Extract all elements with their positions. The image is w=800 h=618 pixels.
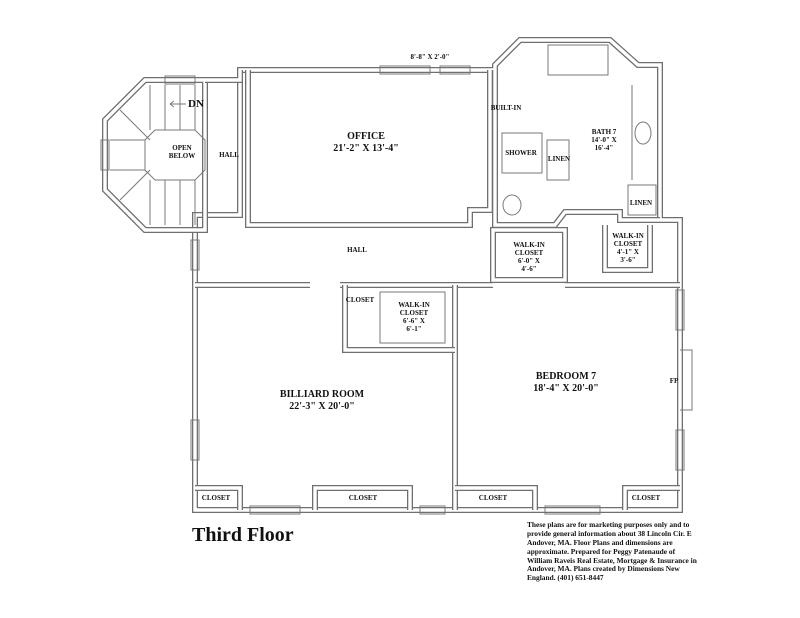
label-line: 3'-6" (620, 256, 636, 265)
hall-left-label: HALL (219, 151, 239, 159)
open-below-label: OPEN BELOW (169, 144, 195, 160)
bedroom-name: BEDROOM 7 (535, 371, 597, 382)
linen-label: LINEN (629, 199, 653, 207)
office-dims: 21'-2" X 13'-4" (333, 142, 399, 154)
linen-closet-2 (627, 184, 657, 216)
walkin-closet-1-label: WALK-IN CLOSET 6'-0" X 4'-6" (513, 241, 545, 273)
window-icons (100, 65, 685, 515)
closet-label: CLOSET (478, 494, 508, 502)
label-line: 6'-6" X (403, 317, 425, 326)
stair-treads (110, 85, 206, 225)
label-line: 6'-0" X (518, 257, 540, 266)
built-in-label: BUILT-IN (490, 104, 522, 112)
office-window-dims: 8'-8" X 2'-0" (410, 53, 450, 61)
linen-closet-1 (546, 139, 570, 181)
open-below-line: BELOW (168, 152, 196, 161)
label-line: WALK-IN (612, 232, 644, 240)
closet-wall (195, 485, 680, 510)
walkin-closet-2-label: WALK-IN CLOSET 4'-1" X 3'-6" (612, 232, 644, 264)
open-below-line: OPEN (172, 144, 192, 152)
label-line: CLOSET (514, 249, 544, 258)
shower-icon (501, 132, 543, 174)
walkin-closet-3-label: WALK-IN CLOSET 6'-6" X 6'-1" (398, 301, 430, 333)
bedroom-label: BEDROOM 7 18'-4" X 20'-0" (533, 371, 599, 394)
dn-arrow-icon (169, 100, 186, 108)
closet-label: CLOSET (201, 494, 231, 502)
office-label: OFFICE 21'-2" X 13'-4" (333, 131, 399, 154)
label-line: 4'-6" (521, 265, 537, 274)
billiard-name: BILLIARD ROOM (279, 389, 365, 400)
label-line: 4'-1" X (617, 248, 639, 257)
stair-down-label: DN (188, 98, 204, 110)
bath-label: BATH 7 14'-0" X 16'-4" (591, 128, 616, 152)
label-line: WALK-IN (513, 241, 545, 249)
linen-label: LINEN (547, 155, 571, 163)
label-line: WALK-IN (398, 301, 430, 309)
bath-dims: 16'-4" (594, 144, 614, 153)
bath-dims: 14'-0" X (591, 136, 617, 145)
shower-label: SHOWER (505, 149, 537, 157)
fireplace-icon (680, 349, 693, 411)
label-line: CLOSET (613, 240, 643, 249)
label-line: CLOSET (399, 309, 429, 318)
exterior-wall (192, 37, 683, 513)
label-line: 6'-1" (406, 325, 422, 334)
closet-label: CLOSET (348, 494, 378, 502)
office-name: OFFICE (347, 131, 385, 142)
sink-icon (634, 121, 652, 145)
fireplace-label: FP (669, 377, 679, 385)
bedroom-dims: 18'-4" X 20'-0" (533, 382, 599, 394)
billiard-room-label: BILLIARD ROOM 22'-3" X 20'-0" (280, 389, 364, 412)
toilet-icon (502, 194, 522, 216)
bathtub-icon (547, 44, 609, 76)
billiard-dims: 22'-3" X 20'-0" (289, 400, 355, 412)
floor-title: Third Floor (192, 524, 294, 546)
hall-closet-label: CLOSET (345, 296, 375, 304)
hall-center-label: HALL (347, 246, 367, 254)
disclaimer-note: These plans are for marketing purposes o… (527, 520, 697, 583)
closet-label: CLOSET (631, 494, 661, 502)
bath-name: BATH 7 (591, 128, 617, 136)
